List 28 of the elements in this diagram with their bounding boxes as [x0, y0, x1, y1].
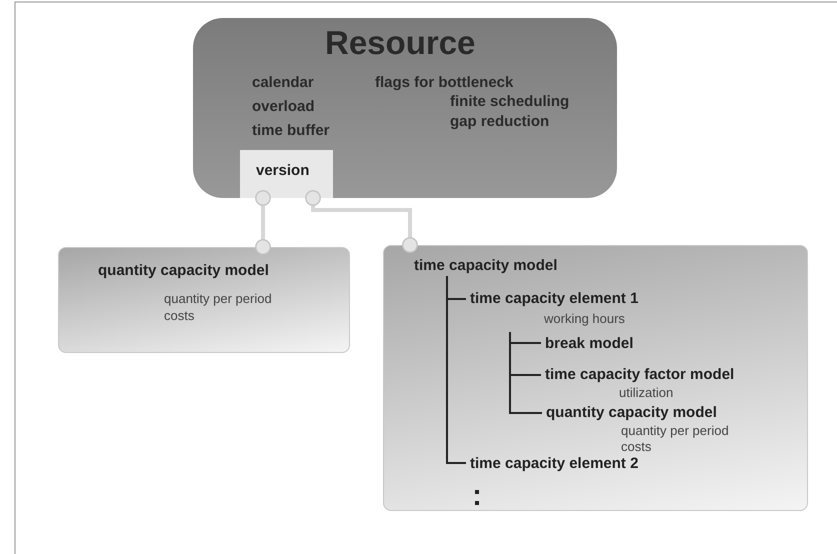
version-tab	[240, 150, 333, 198]
connector	[255, 190, 271, 255]
item-label: quantity capacity model	[98, 262, 269, 280]
attribute-text: gap reduction	[450, 113, 550, 130]
connector	[305, 190, 418, 253]
resource-panel	[193, 18, 617, 198]
attribute-text: overload	[252, 98, 315, 116]
attribute-text: flags for bottleneck	[375, 74, 514, 92]
attribute-text: finite scheduling	[450, 93, 570, 110]
attribute-text: quantity per period	[164, 292, 272, 307]
attribute-text: quantity per period	[621, 424, 729, 439]
attribute-text: costs	[164, 309, 194, 324]
attribute-text: time buffer	[252, 122, 330, 140]
item-label: time capacity factor model	[545, 366, 734, 384]
tree-line	[446, 276, 466, 464]
heading: Resource	[325, 24, 476, 62]
item-label: quantity capacity model	[546, 404, 717, 422]
item-label: version	[256, 162, 310, 180]
model-panel	[58, 247, 350, 353]
attribute-text: working hours	[544, 312, 625, 327]
item-label: time capacity model	[414, 257, 558, 274]
item-label: break model	[545, 335, 634, 352]
item-label: time capacity element 2	[470, 455, 638, 472]
attribute-text: calendar	[252, 74, 314, 92]
attribute-text: utilization	[619, 386, 674, 401]
model-panel	[383, 245, 808, 511]
item-label: time capacity element 1	[470, 290, 638, 308]
attribute-text: costs	[621, 440, 652, 455]
